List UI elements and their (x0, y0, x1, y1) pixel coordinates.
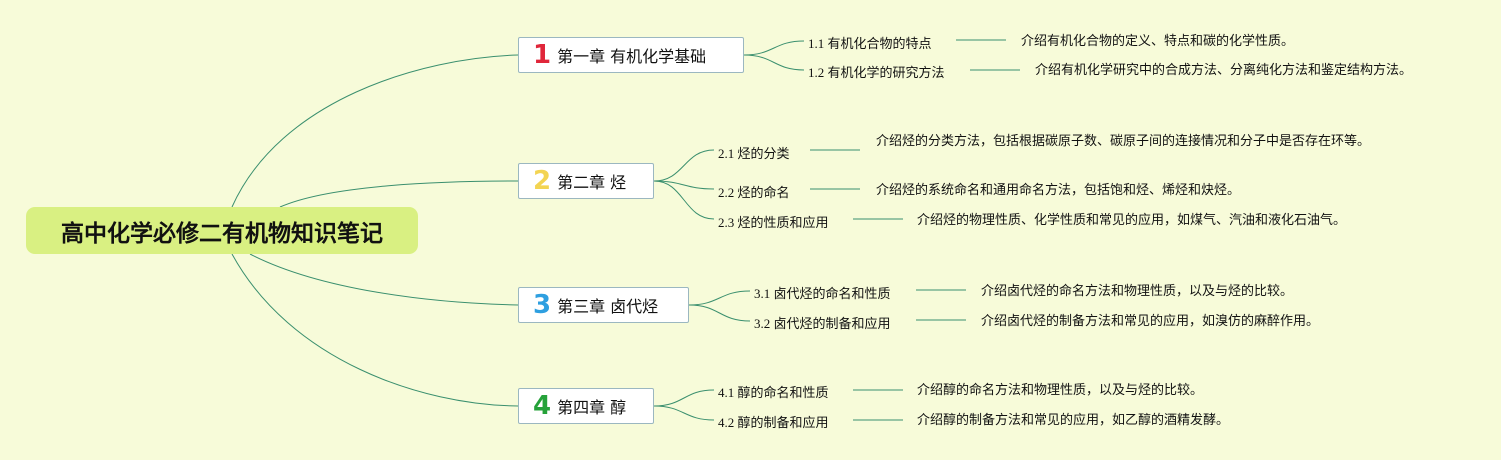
root-topic[interactable]: 高中化学必修二有机物知识笔记 (26, 207, 418, 254)
chapter-label: 第四章 醇 (557, 398, 627, 417)
chapter-2-link-section-2 (653, 180, 715, 190)
chapter-label: 第二章 烃 (557, 173, 627, 192)
chapter-1-link-section-2 (743, 54, 805, 71)
root-link-chapter-3 (249, 253, 519, 306)
chapter-4-link-section-1 (653, 389, 715, 407)
section-1-1[interactable]: 1.1 有机化合物的特点 (808, 36, 932, 52)
chapter-4-node[interactable]: 4 第四章 醇 (518, 388, 654, 424)
section-2-3[interactable]: 2.3 烃的性质和应用 (718, 215, 829, 231)
root-link-chapter-1 (231, 54, 519, 208)
root-link-chapter-2 (279, 180, 519, 208)
section-2-2-desc[interactable]: 介绍烃的系统命名和通用命名方法，包括饱和烃、烯烃和炔烃。 (876, 183, 1241, 198)
chapter-label: 第一章 有机化学基础 (557, 47, 707, 66)
section-2-1[interactable]: 2.1 烃的分类 (718, 146, 790, 162)
chapter-1-link-section-1 (743, 40, 805, 56)
section-4-1-desc[interactable]: 介绍醇的命名方法和物理性质，以及与烃的比较。 (917, 383, 1204, 398)
section-2-3-desc[interactable]: 介绍烃的物理性质、化学性质和常见的应用，如煤气、汽油和液化石油气。 (917, 213, 1347, 228)
section-1-1-desc[interactable]: 介绍有机化合物的定义、特点和碳的化学性质。 (1021, 34, 1295, 49)
chapter-number-1: 1 (533, 40, 552, 70)
section-1-2-desc[interactable]: 介绍有机化学研究中的合成方法、分离纯化方法和鉴定结构方法。 (1035, 63, 1413, 78)
chapter-2-link-section-1 (653, 149, 715, 182)
section-4-2-desc[interactable]: 介绍醇的制备方法和常见的应用，如乙醇的酒精发酵。 (917, 413, 1230, 428)
chapter-label: 第三章 卤代烃 (557, 297, 659, 316)
root-link-chapter-4 (231, 253, 519, 407)
section-4-2[interactable]: 4.2 醇的制备和应用 (718, 415, 829, 431)
chapter-number-4: 4 (533, 391, 552, 421)
chapter-3-link-section-1 (688, 290, 751, 306)
chapter-3-node[interactable]: 3 第三章 卤代烃 (518, 287, 689, 323)
section-1-2[interactable]: 1.2 有机化学的研究方法 (808, 65, 945, 81)
section-3-1[interactable]: 3.1 卤代烃的命名和性质 (754, 286, 891, 302)
chapter-number-2: 2 (533, 166, 552, 196)
chapter-1-node[interactable]: 1 第一章 有机化学基础 (518, 37, 744, 73)
chapter-2-node[interactable]: 2 第二章 烃 (518, 163, 654, 199)
chapter-2-link-section-3 (653, 180, 715, 220)
root-title: 高中化学必修二有机物知识笔记 (61, 220, 383, 247)
chapter-3-link-section-2 (688, 304, 751, 322)
section-4-1[interactable]: 4.1 醇的命名和性质 (718, 385, 829, 401)
chapter-4-link-section-2 (653, 405, 715, 421)
section-2-2[interactable]: 2.2 烃的命名 (718, 185, 790, 201)
section-3-2-desc[interactable]: 介绍卤代烃的制备方法和常见的应用，如溴仿的麻醉作用。 (981, 314, 1320, 329)
section-2-1-desc[interactable]: 介绍烃的分类方法，包括根据碳原子数、碳原子间的连接情况和分子中是否存在环等。 (876, 134, 1371, 149)
chapter-number-3: 3 (533, 290, 552, 320)
section-3-1-desc[interactable]: 介绍卤代烃的命名方法和物理性质，以及与烃的比较。 (981, 284, 1294, 299)
section-3-2[interactable]: 3.2 卤代烃的制备和应用 (754, 316, 891, 332)
